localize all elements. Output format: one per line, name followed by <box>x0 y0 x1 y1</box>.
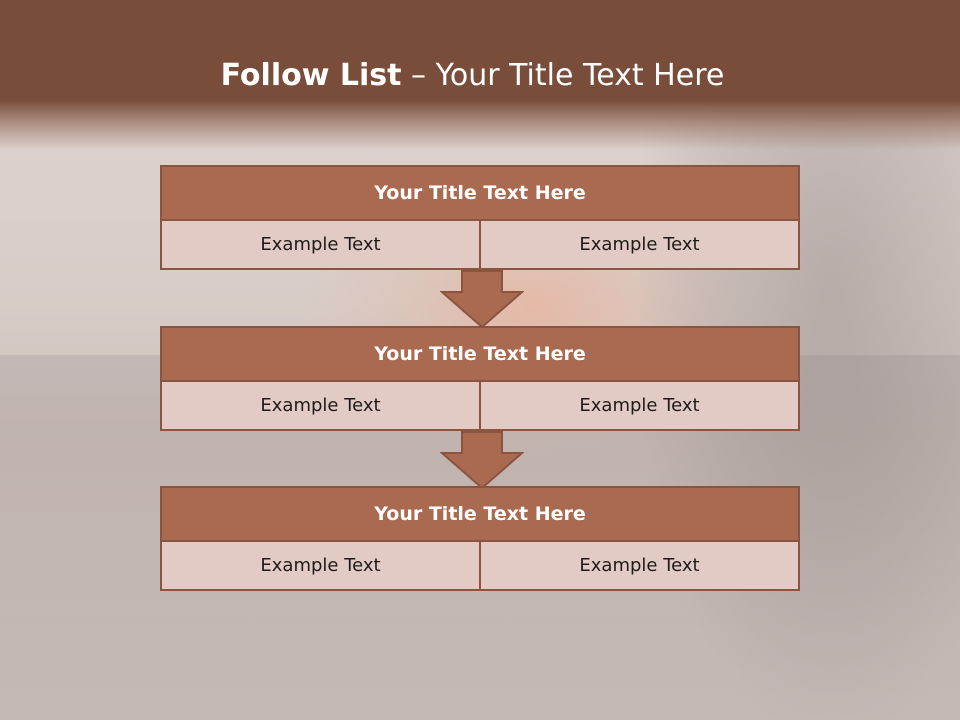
block-title: Your Title Text Here <box>160 326 800 382</box>
block-title: Your Title Text Here <box>160 486 800 542</box>
flow-block-2: Your Title Text Here Example Text Exampl… <box>160 326 800 431</box>
page-title: Follow List – Your Title Text Here <box>0 56 945 96</box>
block-cell-left: Example Text <box>260 395 381 416</box>
title-rest: – Your Title Text Here <box>411 58 725 93</box>
block-cell-left: Example Text <box>260 555 381 576</box>
block-row: Example Text Example Text <box>160 382 800 431</box>
flow-block-3: Your Title Text Here Example Text Exampl… <box>160 486 800 591</box>
block-row: Example Text Example Text <box>160 542 800 591</box>
block-row: Example Text Example Text <box>160 221 800 270</box>
flow-block-1: Your Title Text Here Example Text Exampl… <box>160 165 800 270</box>
down-arrow-icon <box>440 431 524 489</box>
block-cell-right: Example Text <box>479 382 798 429</box>
block-cell-left: Example Text <box>260 234 381 255</box>
block-title: Your Title Text Here <box>160 165 800 221</box>
title-bold: Follow List <box>220 58 402 93</box>
block-cell-right: Example Text <box>479 542 798 589</box>
block-cell-right: Example Text <box>479 221 798 268</box>
down-arrow-icon <box>440 270 524 328</box>
header-band: Follow List – Your Title Text Here <box>0 0 960 150</box>
